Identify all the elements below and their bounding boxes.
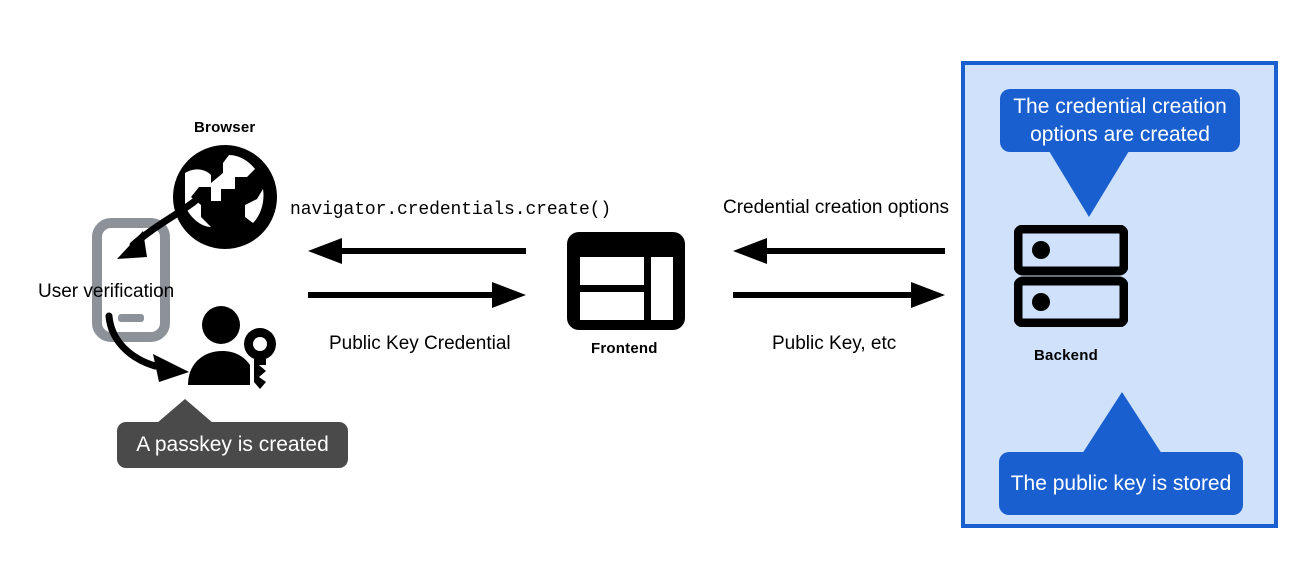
callout-credential-options-tail <box>1049 151 1129 217</box>
tooltip-passkey-created: A passkey is created <box>117 422 348 468</box>
tooltip-passkey-created-text: A passkey is created <box>117 422 348 468</box>
arrow-frontend-to-backend <box>733 282 945 308</box>
arrow-browser-to-device <box>95 195 205 285</box>
flow-label-public-key-etc: Public Key, etc <box>772 333 897 354</box>
user-verification-label: User verification <box>38 281 175 302</box>
smartphone-icon <box>92 218 170 342</box>
globe-icon <box>171 143 279 251</box>
flow-label-credential-creation-options: Credential creation options <box>723 197 950 218</box>
server-racks-icon <box>1014 225 1128 327</box>
frontend-label: Frontend <box>591 340 658 357</box>
browser-label: Browser <box>194 119 256 136</box>
tooltip-passkey-created-tail <box>157 399 213 423</box>
arrow-frontend-to-browser <box>308 238 526 264</box>
arrow-device-to-user <box>103 312 213 390</box>
callout-public-key-stored-tail <box>1082 392 1162 454</box>
flow-label-navigator-credentials-create: navigator.credentials.create() <box>290 200 612 220</box>
backend-label: Backend <box>1034 347 1098 364</box>
callout-public-key-stored: The public key is stored <box>999 452 1243 515</box>
person-with-key-icon <box>186 305 282 393</box>
callout-credential-options-created: The credential creation options are crea… <box>1000 89 1240 152</box>
arrow-browser-to-frontend <box>308 282 526 308</box>
callout-credential-options-created-text: The credential creation options are crea… <box>1000 89 1240 152</box>
callout-public-key-stored-text: The public key is stored <box>999 452 1243 515</box>
webpage-layout-icon <box>566 231 686 331</box>
flow-label-public-key-credential: Public Key Credential <box>329 333 511 354</box>
arrow-backend-to-frontend <box>733 238 945 264</box>
